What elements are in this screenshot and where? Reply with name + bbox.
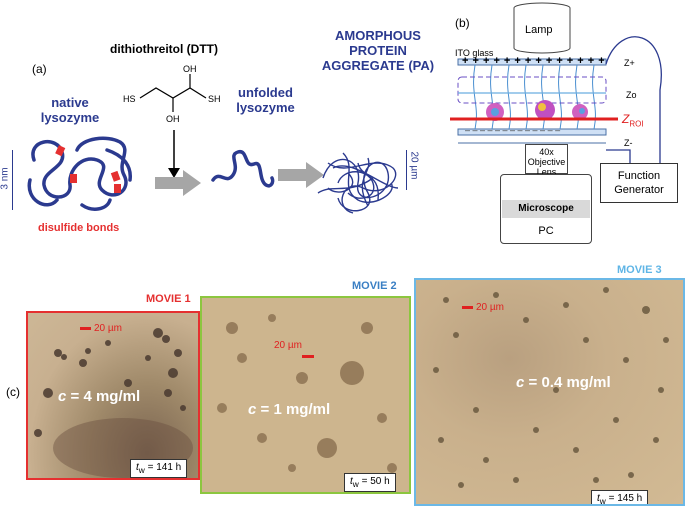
disulfide-label: disulfide bonds [38, 222, 120, 234]
zo-label: Zo [626, 90, 637, 100]
movie-3-image: 20 µm c = 0.4 mg/ml tw = 145 h [414, 278, 685, 506]
scale-bar-20um [406, 150, 407, 190]
zroi-label: ZROI [622, 112, 644, 129]
panel-b-label: (b) [455, 16, 470, 30]
zminus-label: Z- [624, 138, 633, 148]
function-generator-label: Function Generator [600, 163, 678, 203]
movie-2-scale-bar [302, 355, 314, 358]
lamp-icon [513, 2, 571, 54]
movie-3-scale: 20 µm [462, 302, 504, 313]
oh-top: OH [183, 64, 197, 74]
zplus-label: Z+ [624, 58, 635, 68]
panel-a-label: (a) [32, 62, 47, 76]
arrow-right-icon [155, 170, 201, 196]
movie-1-scale: 20 µm [80, 323, 122, 334]
wires [605, 36, 662, 165]
minus-charges: – – – – – – – – – – – – – [465, 125, 561, 135]
down-arrow-icon [168, 130, 180, 178]
aggregate-icon [317, 152, 399, 214]
ito-label: ITO glass [455, 48, 494, 58]
unfolded-lysozyme-label: unfolded lysozyme [236, 85, 295, 115]
movie-2-scale: 20 µm [274, 340, 302, 351]
pc-label: PC [538, 225, 554, 237]
panel-c-label: (c) [6, 385, 20, 399]
microscope-label: Microscope [502, 200, 590, 218]
movie-3-concentration: c = 0.4 mg/ml [516, 374, 611, 391]
scale-20um-label: 20 µm [408, 151, 420, 180]
scale-bar-3nm [12, 150, 13, 210]
movie-3-tw: tw = 145 h [591, 490, 649, 504]
sh-group: SH [208, 94, 221, 104]
hs-group: HS [123, 94, 136, 104]
plus-charges: + + + + + + + + + + + + + + [462, 55, 606, 67]
unfolded-protein-icon [211, 150, 275, 188]
oh-bottom: OH [166, 114, 180, 124]
aggregate-label: AMORPHOUS PROTEIN AGGREGATE (PA) [321, 28, 435, 73]
movie-3-title: MOVIE 3 [617, 264, 662, 276]
dtt-molecule: OH OH HS SH [123, 64, 221, 124]
arrow-right-icon-2 [278, 162, 324, 188]
movie-2-concentration: c = 1 mg/ml [248, 401, 331, 418]
scale-3nm-label: 3 nm [0, 167, 11, 190]
movie-1-concentration: c = 4 mg/ml [58, 388, 141, 405]
movie-1-image: 20 µm c = 4 mg/ml tw = 141 h [26, 311, 200, 480]
movie-2-title: MOVIE 2 [352, 280, 397, 292]
movie-1-tw: tw = 141 h [130, 459, 188, 478]
native-protein-icon [27, 136, 132, 211]
movie-1-title: MOVIE 1 [146, 293, 191, 305]
objective-lens-label: 40x Objective Lens [525, 144, 568, 177]
dtt-label: dithiothreitol (DTT) [110, 42, 218, 56]
movie-2-image: 20 µm c = 1 mg/ml tw = 50 h [200, 296, 411, 494]
native-lysozyme-label: native lysozyme [40, 95, 100, 125]
lamp-label: Lamp [525, 24, 553, 36]
movie-2-tw: tw = 50 h [344, 473, 396, 492]
